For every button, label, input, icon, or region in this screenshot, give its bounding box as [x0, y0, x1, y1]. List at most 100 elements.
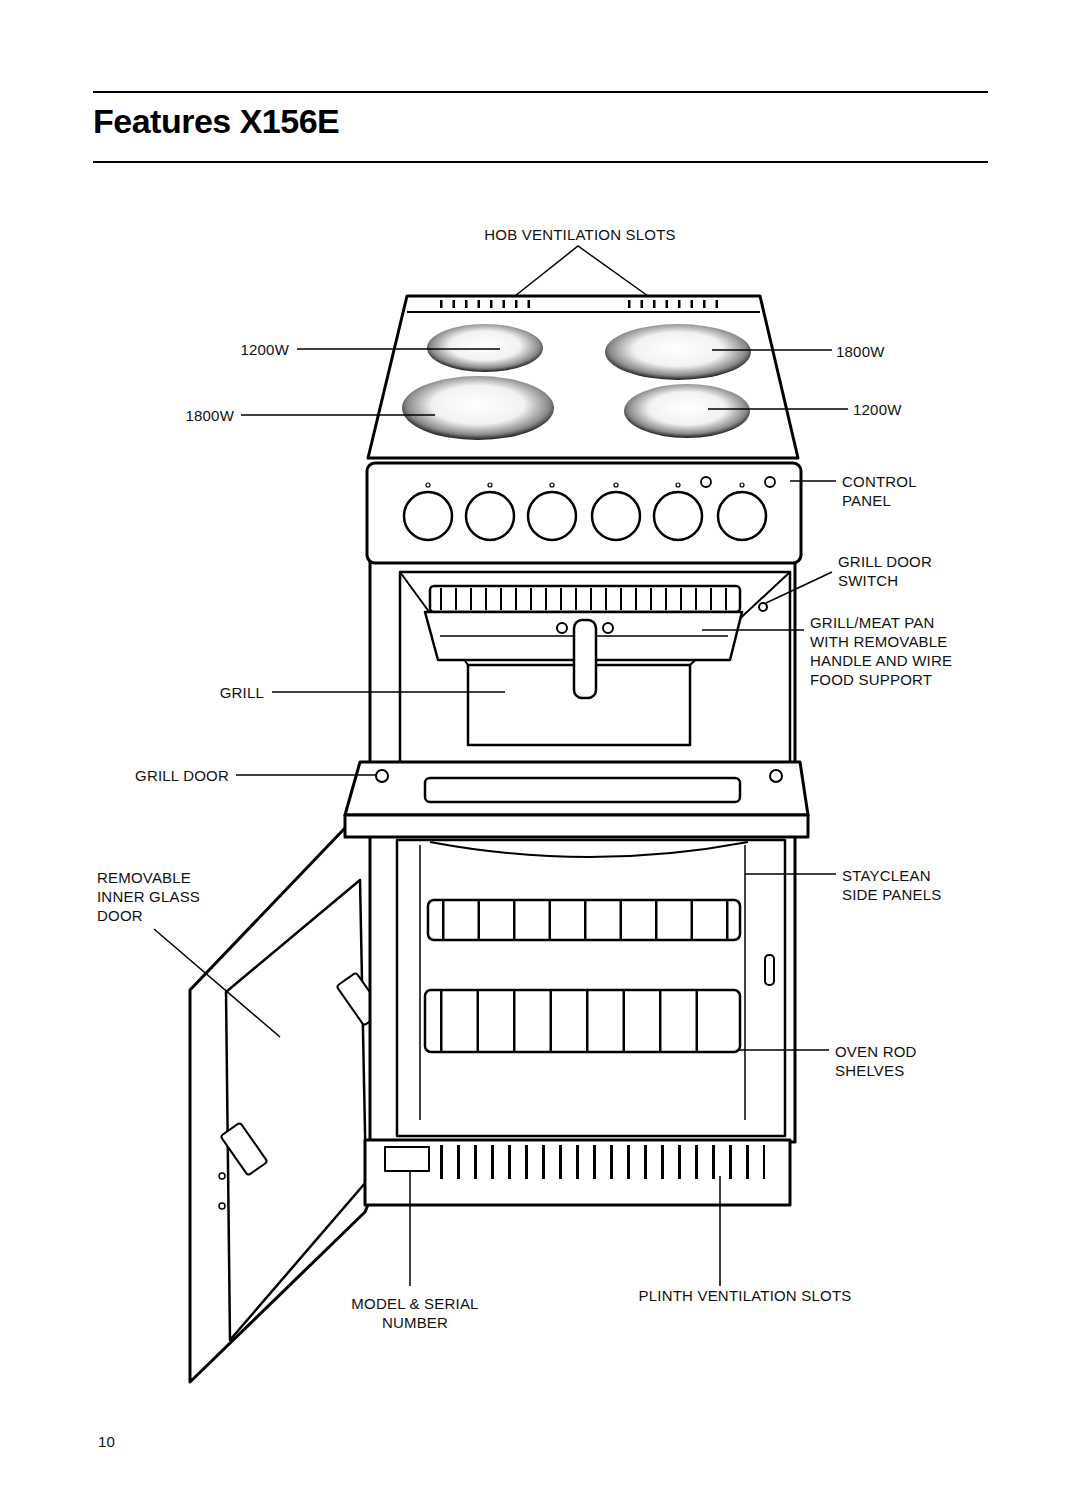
oven-door — [219, 1173, 225, 1179]
cooker — [442, 901, 730, 939]
cooker — [701, 477, 711, 487]
leader-lines — [515, 246, 648, 296]
cooker — [190, 296, 808, 1382]
oven-door — [219, 1203, 225, 1209]
cooker — [744, 845, 746, 1120]
part-label: GRILL DOOR — [99, 766, 229, 785]
part-label: CONTROL PANEL — [842, 472, 934, 510]
cooker — [614, 483, 618, 487]
plinth — [365, 1140, 790, 1205]
title-rules — [93, 92, 988, 162]
cooker — [404, 492, 452, 540]
leader-lines — [154, 929, 280, 1037]
part-label: GRILL — [194, 683, 264, 702]
leader-lines — [702, 629, 804, 631]
part-label: MODEL & SERIAL NUMBER — [340, 1294, 490, 1332]
part-label: OVEN ROD SHELVES — [835, 1042, 930, 1080]
leader-lines — [766, 572, 832, 603]
cooker — [765, 955, 774, 985]
label-text: 1200W — [240, 341, 289, 358]
part-label: GRILL/MEAT PAN WITH REMOVABLE HANDLE AND… — [810, 613, 960, 689]
cooker-body — [370, 562, 795, 1142]
part-label: 1800W — [836, 342, 916, 361]
cooker — [654, 492, 702, 540]
model-plate — [385, 1147, 429, 1171]
grill-cavity — [400, 572, 790, 767]
cooker — [426, 477, 775, 487]
label-text: PLINTH VENTILATION SLOTS — [639, 1287, 852, 1304]
cooker — [440, 1145, 765, 1179]
cooker — [425, 778, 740, 802]
grill-door-switch — [759, 603, 767, 611]
leader-lines — [154, 246, 848, 1286]
part-label: REMOVABLE INNER GLASS DOOR — [97, 868, 219, 925]
cooker — [765, 477, 775, 487]
control-panel — [367, 463, 801, 563]
label-text: 1800W — [185, 407, 234, 424]
part-label: STAYCLEAN SIDE PANELS — [842, 866, 962, 904]
cooker — [557, 623, 567, 633]
leader-lines — [297, 348, 500, 350]
grill-rack — [430, 586, 740, 612]
label-text: GRILL DOOR — [135, 767, 229, 784]
leader-lines — [737, 1049, 829, 1051]
cooker — [488, 483, 492, 487]
leader-lines — [712, 349, 832, 351]
part-label: GRILL DOOR SWITCH — [838, 552, 953, 590]
leader-lines — [719, 1176, 721, 1286]
hotplate — [427, 324, 543, 372]
cooker — [440, 300, 532, 308]
label-text: 1800W — [836, 343, 885, 360]
cooker — [718, 492, 766, 540]
label-text: GRILL DOOR SWITCH — [838, 553, 932, 589]
cooker — [628, 300, 722, 308]
leader-lines — [409, 1171, 411, 1286]
oven-shelf — [425, 990, 740, 1052]
cooker — [345, 815, 808, 837]
page-number: 10 — [98, 1432, 138, 1451]
part-label: PLINTH VENTILATION SLOTS — [615, 1286, 875, 1305]
cooker — [419, 845, 421, 1120]
page-title: Features X156E — [93, 102, 339, 141]
hotplate — [624, 384, 750, 438]
grill-door — [345, 762, 808, 815]
label-text: GRILL — [220, 684, 264, 701]
cooker — [770, 770, 782, 782]
label-text: MODEL & SERIAL NUMBER — [351, 1295, 478, 1331]
hotplate — [605, 324, 751, 380]
leader-lines — [236, 774, 376, 776]
title-rules — [93, 161, 988, 163]
label-text: 1200W — [853, 401, 902, 418]
hotplate — [402, 376, 554, 440]
leader-lines — [745, 873, 836, 875]
cooker — [740, 483, 744, 487]
label-text: 10 — [98, 1433, 115, 1450]
cooker — [376, 770, 388, 782]
oven-door — [220, 1122, 267, 1175]
oven-cavity — [397, 840, 785, 1136]
cooker — [466, 492, 514, 540]
leader-lines — [708, 408, 848, 410]
hob — [368, 296, 798, 458]
part-label: 1200W — [853, 400, 933, 419]
oven-shelf — [428, 900, 740, 940]
cooker — [440, 588, 735, 610]
cooker — [440, 991, 730, 1051]
part-label: 1200W — [209, 340, 289, 359]
cooker — [407, 311, 760, 313]
oven-door — [226, 880, 366, 1340]
cooker — [404, 492, 766, 540]
cooker — [430, 842, 748, 857]
label-text: STAYCLEAN SIDE PANELS — [842, 867, 941, 903]
label-text: REMOVABLE INNER GLASS DOOR — [97, 869, 200, 924]
cooker — [676, 483, 680, 487]
pan-handle — [574, 620, 596, 698]
label-text: HOB VENTILATION SLOTS — [484, 226, 675, 243]
cooker — [592, 492, 640, 540]
part-label: 1800W — [154, 406, 234, 425]
leader-lines — [272, 691, 505, 693]
leader-lines — [241, 414, 435, 416]
part-label: HOB VENTILATION SLOTS — [460, 225, 700, 244]
cooker — [603, 623, 613, 633]
